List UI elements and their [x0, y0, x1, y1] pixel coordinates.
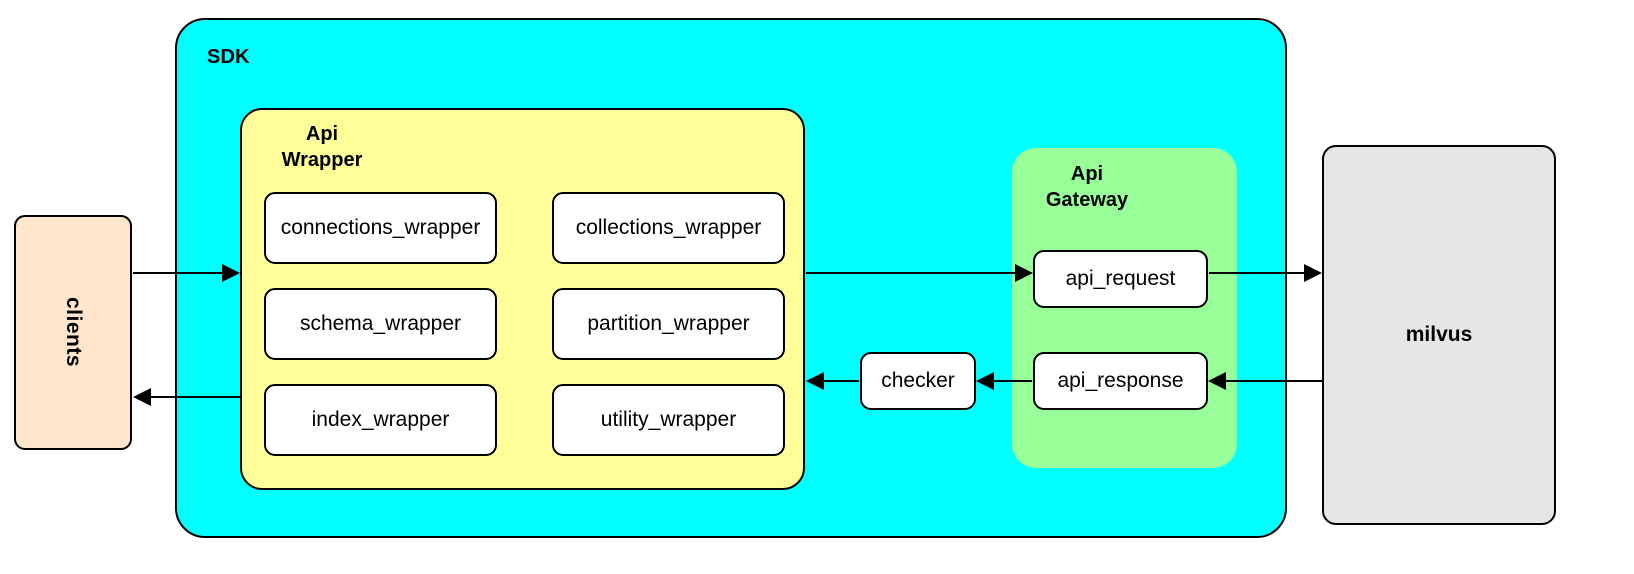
box-checker-label: checker	[881, 369, 955, 392]
box-index-wrapper-label: index_wrapper	[311, 408, 450, 431]
node-milvus[interactable]: milvus	[1322, 145, 1556, 525]
node-milvus-label: milvus	[1405, 323, 1473, 346]
box-utility-wrapper-label: utility_wrapper	[600, 408, 737, 431]
box-partition-wrapper[interactable]: partition_wrapper	[552, 288, 785, 360]
box-collections-wrapper[interactable]: collections_wrapper	[552, 192, 785, 264]
group-api-wrapper-label-line1: Api	[305, 123, 339, 145]
group-api-wrapper-label: Api Wrapper	[242, 122, 402, 173]
group-api-gateway[interactable]: Api Gateway	[1012, 148, 1237, 468]
box-schema-wrapper-label: schema_wrapper	[299, 312, 462, 335]
box-connections-wrapper-label: connections_wrapper	[280, 216, 481, 239]
group-api-gateway-label-line2: Gateway	[1045, 188, 1129, 211]
box-connections-wrapper[interactable]: connections_wrapper	[264, 192, 497, 264]
container-sdk-label: SDK	[207, 46, 250, 68]
box-api-request[interactable]: api_request	[1033, 250, 1208, 308]
box-partition-wrapper-label: partition_wrapper	[587, 312, 750, 335]
box-utility-wrapper[interactable]: utility_wrapper	[552, 384, 785, 456]
group-api-wrapper-label-line2: Wrapper	[281, 148, 363, 171]
group-api-gateway-label: Api Gateway	[1012, 162, 1162, 213]
box-collections-wrapper-label: collections_wrapper	[575, 216, 762, 239]
box-checker[interactable]: checker	[860, 352, 976, 410]
node-clients[interactable]: clients	[14, 215, 132, 450]
box-api-response[interactable]: api_response	[1033, 352, 1208, 410]
node-clients-label: clients	[62, 297, 85, 368]
box-api-response-label: api_response	[1057, 369, 1184, 392]
box-api-request-label: api_request	[1065, 267, 1176, 290]
group-api-gateway-label-line1: Api	[1070, 163, 1104, 185]
box-index-wrapper[interactable]: index_wrapper	[264, 384, 497, 456]
box-schema-wrapper[interactable]: schema_wrapper	[264, 288, 497, 360]
